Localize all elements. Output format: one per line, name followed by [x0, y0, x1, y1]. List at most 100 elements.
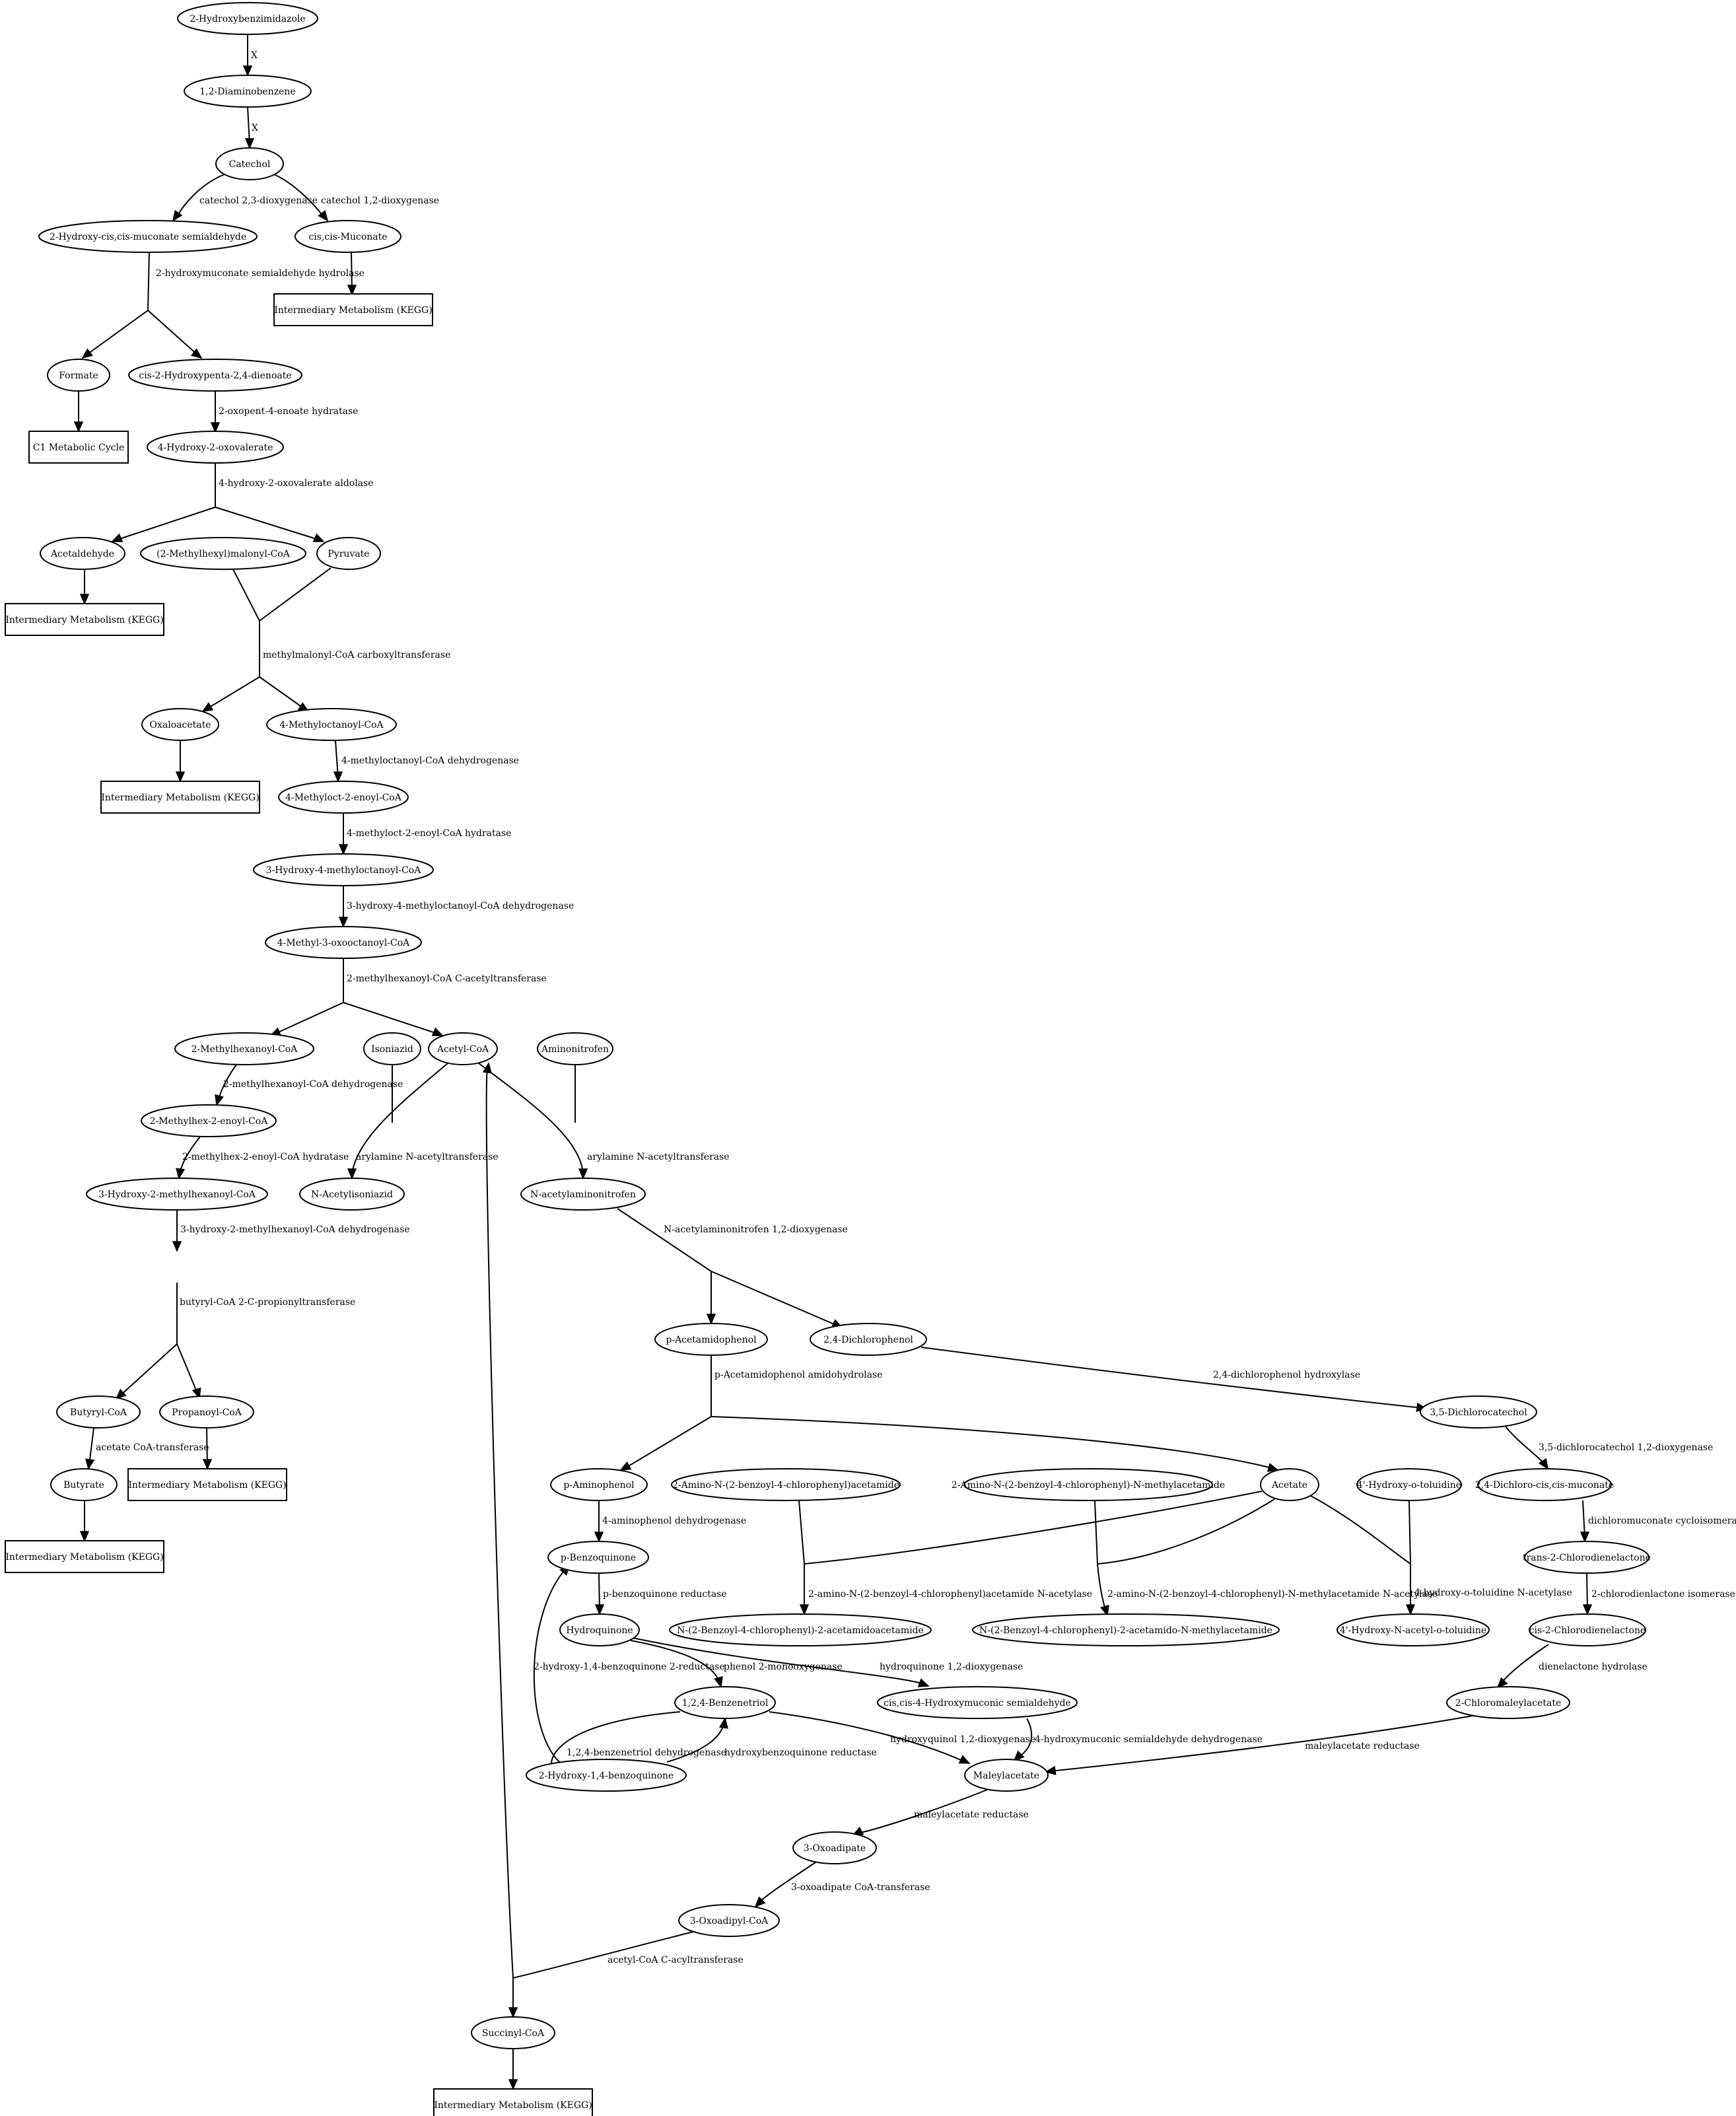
node-oxalo[interactable]: Oxaloacetate	[141, 708, 219, 741]
node-124bt[interactable]: 1,2,4-Benzenetriol	[674, 1686, 776, 1719]
node-label: N-(2-Benzoyl-4-chlorophenyl)-2-acetamido…	[979, 1625, 1272, 1636]
node-kegg1[interactable]: Intermediary Metabolism (KEGG)	[273, 293, 433, 326]
node-c1[interactable]: C1 Metabolic Cycle	[28, 431, 129, 464]
node-ellipse	[177, 2, 318, 35]
node-pacetamido[interactable]: p-Acetamidophenol	[654, 1323, 768, 1356]
node-kegg4[interactable]: Intermediary Metabolism (KEGG)	[5, 1540, 164, 1573]
node-hpd[interactable]: cis-2-Hydroxypenta-2,4-dienoate	[128, 359, 302, 392]
nodes-layer: 2-Hydroxybenzimidazole 1,2-Diaminobenzene…	[5, 2, 1651, 2116]
arrowhead	[210, 422, 221, 433]
node-formate[interactable]: Formate	[47, 359, 110, 392]
node-catechol[interactable]: Catechol	[215, 147, 284, 180]
node-hbz[interactable]: 2-Hydroxybenzimidazole	[177, 2, 318, 35]
node-ellipse	[141, 708, 219, 741]
node-abcm[interactable]: 2-Amino-N-(2-benzoyl-4-chlorophenyl)-N-m…	[952, 1468, 1225, 1501]
node-4hms[interactable]: cis,cis-4-Hydroxymuconic semialdehyde	[877, 1686, 1078, 1719]
node-ellipse	[547, 1541, 649, 1574]
node-ellipse	[877, 1686, 1078, 1719]
node-3oxocoa[interactable]: 3-Oxoadipyl-CoA	[678, 1904, 780, 1937]
node-3h2mh[interactable]: 3-Hydroxy-2-methylhexanoyl-CoA	[86, 1178, 268, 1211]
edge-2o4h: 2-oxopent-4-enoate hydratase	[210, 391, 358, 433]
node-butyrate[interactable]: Butyrate	[50, 1468, 118, 1501]
edge-line	[247, 106, 250, 145]
edge-p2mo: phenol 2-monooxygenase	[630, 1640, 843, 1688]
node-kegg5[interactable]: Intermediary Metabolism (KEGG)	[127, 1468, 287, 1501]
node-hq[interactable]: Hydroquinone	[559, 1613, 640, 1646]
node-kegg2[interactable]: Intermediary Metabolism (KEGG)	[5, 603, 164, 636]
node-ellipse	[520, 1178, 646, 1211]
node-paminophenol[interactable]: p-Aminophenol	[550, 1468, 648, 1501]
node-nbcam[interactable]: N-(2-Benzoyl-4-chlorophenyl)-2-acetamido…	[972, 1613, 1280, 1646]
node-4mo2e[interactable]: 4-Methyloct-2-enoyl-CoA	[278, 781, 409, 814]
edge-label: 2,4-dichlorophenol hydroxylase	[1213, 1370, 1360, 1380]
node-4hnaot[interactable]: 4'-Hydroxy-N-acetyl-o-toluidine	[1337, 1613, 1490, 1646]
node-ellipse	[559, 1613, 640, 1646]
edge-label: arylamine N-acetyltransferase	[356, 1152, 499, 1162]
node-acetald[interactable]: Acetaldehyde	[40, 537, 125, 570]
node-mhmc[interactable]: (2-Methylhexyl)malonyl-CoA	[140, 537, 306, 570]
node-4m3oo[interactable]: 4-Methyl-3-oxooctanoyl-CoA	[265, 926, 422, 959]
node-label: Acetyl-CoA	[436, 1044, 489, 1055]
node-abca[interactable]: 2-Amino-N-(2-benzoyl-4-chlorophenyl)acet…	[671, 1468, 901, 1501]
node-muconate[interactable]: cis,cis-Muconate	[295, 220, 401, 253]
node-2h14bq[interactable]: 2-Hydroxy-1,4-benzoquinone	[526, 1759, 687, 1792]
node-ellipse	[50, 1468, 118, 1501]
edge-hq12d: hydroxyquinol 1,2-dioxygenase	[769, 1711, 1035, 1764]
node-ellipse	[428, 1032, 498, 1065]
edge-line	[85, 252, 199, 356]
node-isoniazid[interactable]: Isoniazid	[363, 1032, 421, 1065]
edge-hq12: hydroquinone 1,2-dioxygenase	[632, 1637, 1023, 1687]
arrowhead	[706, 1314, 716, 1325]
node-2mh2e[interactable]: 2-Methylhex-2-enoyl-CoA	[141, 1104, 277, 1137]
node-label: 4-Methyloct-2-enoyl-CoA	[285, 793, 402, 803]
node-ccdl[interactable]: cis-2-Chlorodienelactone	[1529, 1613, 1646, 1646]
node-maleyl[interactable]: Maleylacetate	[964, 1759, 1049, 1792]
node-nbcaa[interactable]: N-(2-Benzoyl-4-chlorophenyl)-2-acetamido…	[669, 1613, 932, 1646]
arrowhead	[338, 844, 349, 855]
node-succinyl[interactable]: Succinyl-CoA	[471, 2016, 555, 2049]
node-kegg6[interactable]: Intermediary Metabolism (KEGG)	[433, 2088, 593, 2116]
arrowhead	[1100, 1604, 1109, 1617]
arrowhead	[201, 702, 214, 712]
node-acetate[interactable]: Acetate	[1260, 1468, 1319, 1501]
node-2mhc[interactable]: 2-Methylhexanoyl-CoA	[174, 1032, 314, 1065]
edge-dlh: dienelactone hydrolase	[1496, 1644, 1648, 1689]
arrowhead	[917, 1678, 930, 1687]
node-3oxo[interactable]: 3-Oxoadipate	[792, 1831, 877, 1864]
edge-4hmsd: 4-hydroxymuconic semialdehyde dehydrogen…	[1013, 1718, 1263, 1762]
node-hms[interactable]: 2-Hydroxy-cis,cis-muconate semialdehyde	[38, 220, 258, 253]
node-pyruvate[interactable]: Pyruvate	[316, 537, 381, 570]
node-pbq[interactable]: p-Benzoquinone	[547, 1541, 649, 1574]
node-aminonitro[interactable]: Aminonitrofen	[537, 1032, 613, 1065]
edge-line	[617, 1208, 839, 1327]
edge-label: catechol 1,2-dioxygenase	[321, 195, 439, 206]
arrowhead	[172, 1241, 182, 1252]
node-label: 3,5-Dichlorocatechol	[1430, 1407, 1527, 1418]
node-kegg3[interactable]: Intermediary Metabolism (KEGG)	[100, 781, 260, 814]
node-dab[interactable]: 1,2-Diaminobenzene	[184, 75, 312, 108]
edge-2mhcat: 2-methylhexanoyl-CoA C-acetyltransferase	[269, 958, 547, 1036]
node-propanoyl[interactable]: Propanoyl-CoA	[159, 1395, 254, 1428]
node-35dcc[interactable]: 3,5-Dichlorocatechol	[1420, 1395, 1537, 1428]
node-ellipse	[266, 708, 397, 741]
node-24dcp[interactable]: 2,4-Dichlorophenol	[810, 1323, 927, 1356]
node-tcdl[interactable]: trans-2-Chlorodienelactone	[1523, 1541, 1651, 1574]
node-3h4mo[interactable]: 3-Hydroxy-4-methyloctanoyl-CoA	[253, 853, 434, 886]
node-4moc[interactable]: 4-Methyloctanoyl-CoA	[266, 708, 397, 741]
node-acetylcoa[interactable]: Acetyl-CoA	[428, 1032, 498, 1065]
node-label: 3-Oxoadipyl-CoA	[690, 1916, 769, 1926]
node-24dccm[interactable]: 2,4-Dichloro-cis,cis-muconate	[1475, 1468, 1614, 1501]
node-ellipse	[671, 1468, 901, 1501]
edge-mmct: methylmalonyl-CoA carboxyltransferase	[201, 567, 450, 712]
node-label: cis,cis-4-Hydroxymuconic semialdehyde	[884, 1698, 1071, 1709]
edge-label: methylmalonyl-CoA carboxyltransferase	[263, 650, 450, 660]
node-hov[interactable]: 4-Hydroxy-2-oxovalerate	[147, 431, 284, 464]
node-2cma[interactable]: 2-Chloromaleylacetate	[1446, 1686, 1570, 1719]
node-nacetamino[interactable]: N-acetylaminonitrofen	[520, 1178, 646, 1211]
edge-acct: acetate CoA-transferase	[85, 1427, 209, 1470]
edge-4hoa: 4-hydroxy-2-oxovalerate aldolase	[111, 463, 374, 542]
node-butyrylcoa[interactable]: Butyryl-CoA	[56, 1395, 141, 1428]
node-label: 4-Methyl-3-oxooctanoyl-CoA	[277, 938, 410, 948]
node-nacetiso[interactable]: N-Acetylisoniazid	[299, 1178, 405, 1211]
node-4hot[interactable]: 4'-Hydroxy-o-toluidine	[1356, 1468, 1462, 1501]
